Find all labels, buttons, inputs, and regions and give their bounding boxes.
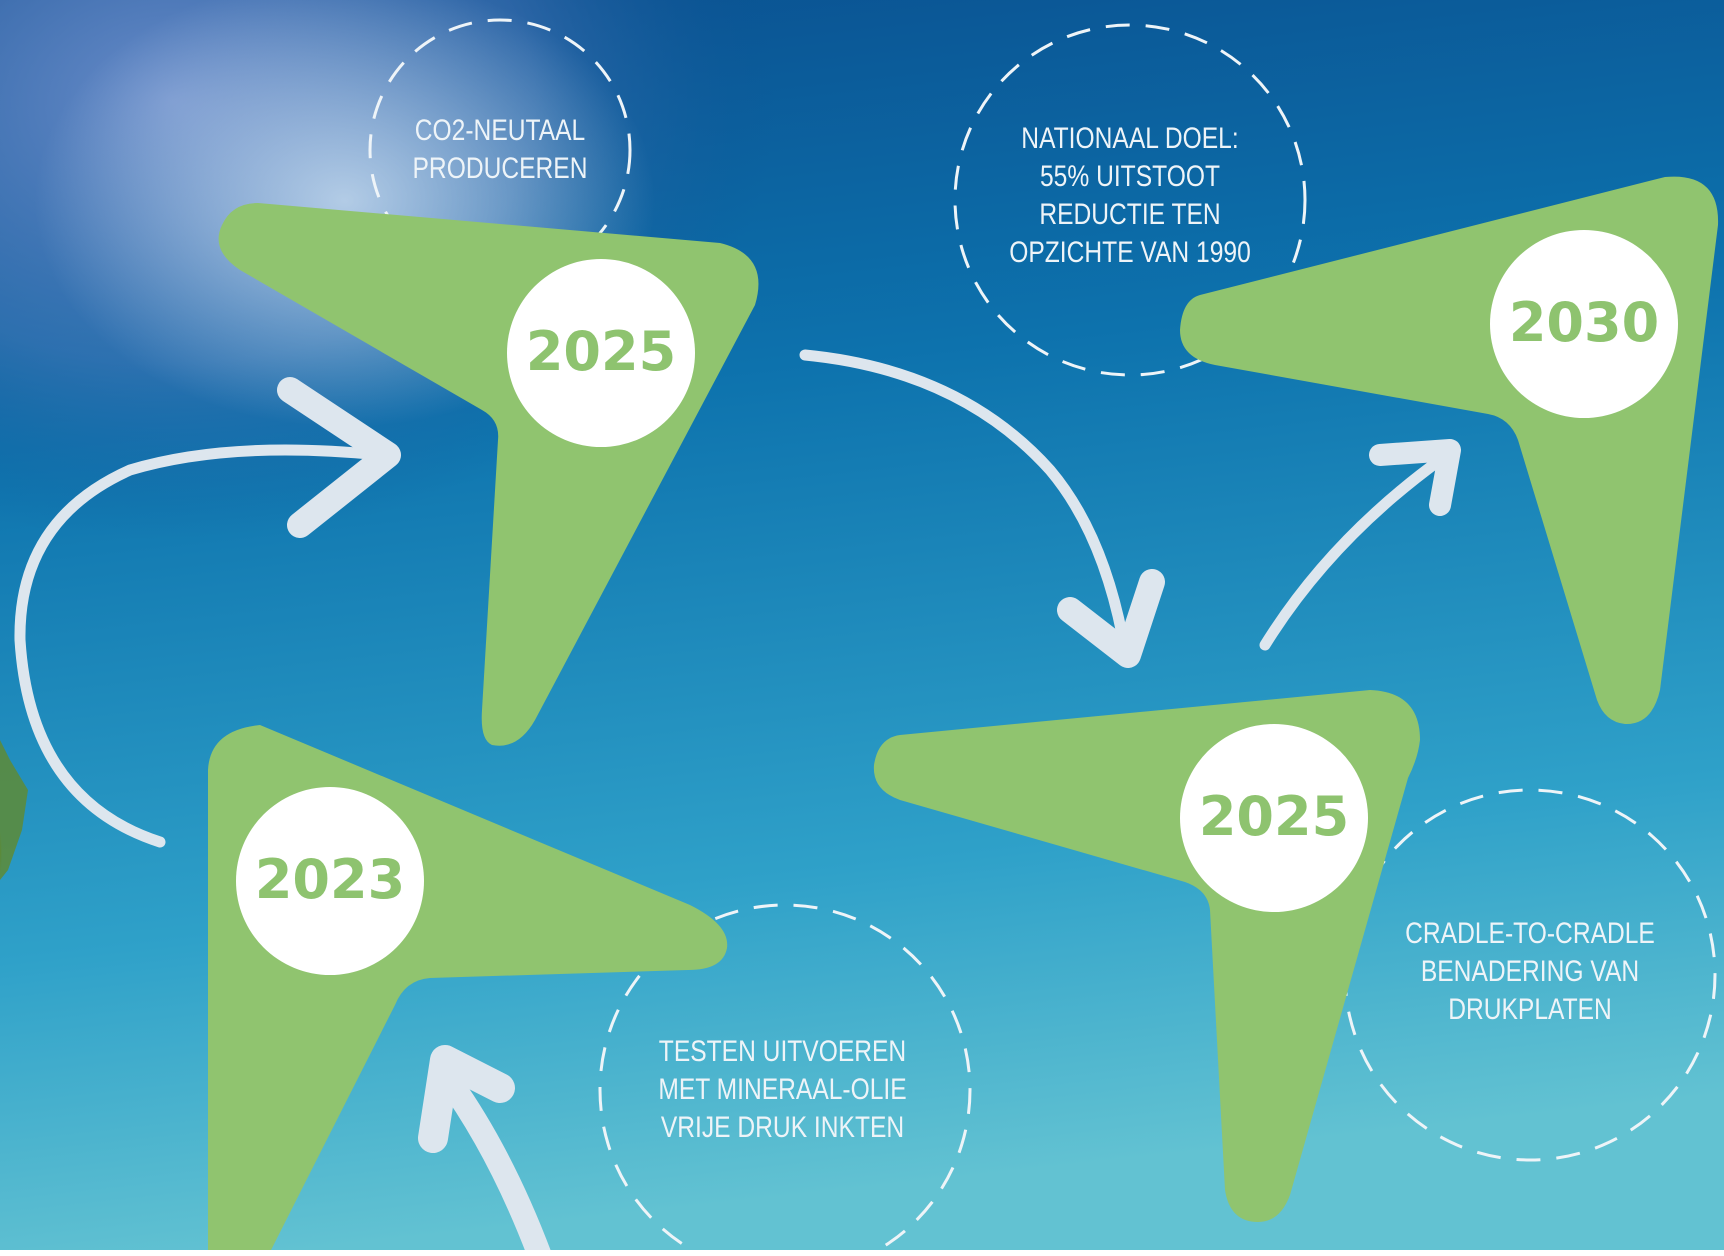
curved-arrow-icon <box>418 1045 515 1153</box>
milestone-description: CO2-NEUTAAL PRODUCEREN <box>385 112 615 188</box>
year-disc <box>236 787 424 975</box>
description-line: MET MINERAAL-OLIE <box>658 1073 907 1106</box>
bottom-border <box>0 1250 1724 1256</box>
description-line: NATIONAAL DOEL: <box>1021 122 1239 155</box>
tree-foliage <box>0 740 28 880</box>
curved-arrow-icon <box>1057 569 1165 668</box>
milestone-description: NATIONAAL DOEL: 55% UITSTOOT REDUCTIE TE… <box>982 120 1277 272</box>
dashed-circle-national-goal <box>953 23 1307 377</box>
year-label: 2025 <box>525 320 677 383</box>
description-line: REDUCTIE TEN <box>1039 198 1221 231</box>
curved-arrow-icon <box>799 349 1131 656</box>
year-label: 2025 <box>1198 785 1350 848</box>
description-line: 55% UITSTOOT <box>1040 160 1220 193</box>
year-disc <box>1180 724 1368 912</box>
dashed-circle-testing <box>598 903 972 1256</box>
year-disc <box>507 259 695 447</box>
pointer-arrow-shape <box>218 203 759 746</box>
description-line: OPZICHTE VAN 1990 <box>1009 236 1251 269</box>
description-line: PRODUCEREN <box>412 152 588 185</box>
curved-arrow-icon <box>433 1063 552 1256</box>
description-line: BENADERING VAN <box>1420 955 1640 988</box>
curved-arrow-icon <box>277 377 401 538</box>
description-line: VRIJE DRUK INKTEN <box>660 1111 905 1144</box>
curved-arrow-icon <box>1259 454 1446 651</box>
description-line: DRUKPLATEN <box>1448 993 1612 1026</box>
year-disc <box>1490 230 1678 418</box>
year-label: 2023 <box>254 848 406 911</box>
milestone-description: TESTEN UITVOEREN MET MINERAAL-OLIE VRIJE… <box>641 1033 924 1147</box>
milestone-description: CRADLE-TO-CRADLE BENADERING VAN DRUKPLAT… <box>1391 915 1670 1029</box>
year-label: 2030 <box>1508 291 1660 354</box>
description-line: CRADLE-TO-CRADLE <box>1405 917 1655 950</box>
description-line: TESTEN UITVOEREN <box>658 1035 907 1068</box>
curved-arrow-icon <box>14 444 386 848</box>
curved-arrow-icon <box>1369 439 1461 516</box>
description-line: CO2-NEUTAAL <box>414 114 586 147</box>
